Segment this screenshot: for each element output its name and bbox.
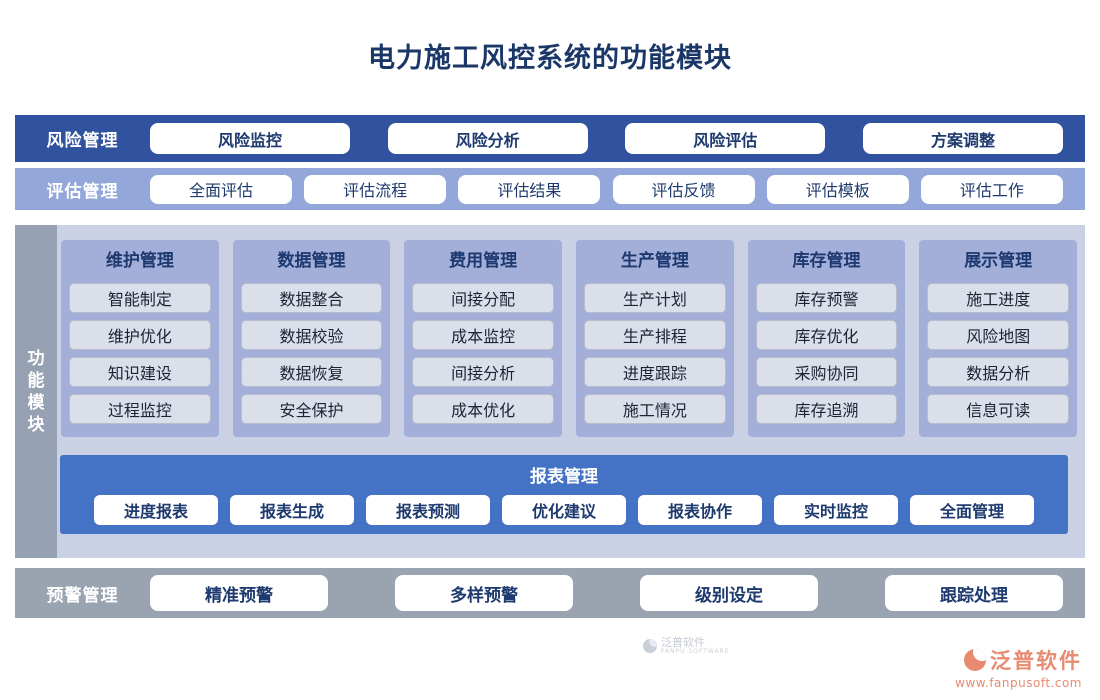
column-header: 维护管理: [105, 251, 174, 271]
column-maintenance: 维护管理 智能制定 维护优化 知识建设 过程监控: [61, 240, 219, 437]
full-manage-button[interactable]: 全面管理: [910, 495, 1034, 525]
module-chip[interactable]: 知识建设: [69, 357, 211, 387]
risk-assess-button[interactable]: 风险评估: [625, 123, 826, 154]
eval-process-button[interactable]: 评估流程: [304, 174, 447, 204]
module-chip[interactable]: 间接分析: [412, 357, 555, 387]
module-chip[interactable]: 数据分析: [927, 357, 1070, 387]
column-inventory: 库存管理 库存预警 库存优化 采购协同 库存追溯: [747, 240, 906, 437]
plan-adjust-button[interactable]: 方案调整: [862, 123, 1063, 154]
module-columns: 维护管理 智能制定 维护优化 知识建设 过程监控 数据管理 数据整合 数据校验 …: [61, 240, 1078, 437]
page-title: 电力施工风控系统的功能模块: [368, 43, 732, 74]
function-module-panel: 功 能 模 块 维护管理 智能制定 维护优化 知识建设 过程监控 数据管理 数据…: [15, 225, 1085, 655]
function-module-side-label: 功 能 模 块: [15, 225, 57, 558]
module-chip[interactable]: 采购协同: [755, 357, 898, 387]
optimize-suggest-button[interactable]: 优化建议: [502, 495, 626, 525]
warning-management-band: 预警管理 精准预警 多样预警 级别设定 跟踪处理: [15, 568, 1085, 618]
risk-analysis-button[interactable]: 风险分析: [387, 123, 588, 154]
track-handle-button[interactable]: 跟踪处理: [885, 575, 1063, 611]
column-production: 生产管理 生产计划 生产排程 进度跟踪 施工情况: [576, 240, 734, 437]
watermark-icon: [643, 639, 657, 653]
eval-feedback-button[interactable]: 评估反馈: [612, 174, 755, 204]
brand-url: www.fanpusoft.com: [955, 676, 1082, 690]
module-chip[interactable]: 生产计划: [584, 283, 726, 313]
eval-result-button[interactable]: 评估结果: [458, 174, 601, 204]
column-display: 展示管理 施工进度 风险地图 数据分析 信息可读: [919, 240, 1078, 437]
eval-band-buttons: 全面评估 评估流程 评估结果 评估反馈 评估模板 评估工作: [150, 174, 1085, 204]
evaluation-management-band: 评估管理 全面评估 评估流程 评估结果 评估反馈 评估模板 评估工作: [15, 168, 1085, 210]
risk-management-band: 风险管理 风险监控 风险分析 风险评估 方案调整: [15, 115, 1085, 162]
module-chip[interactable]: 成本监控: [412, 320, 555, 350]
level-setting-button[interactable]: 级别设定: [640, 575, 818, 611]
column-header: 生产管理: [620, 251, 689, 271]
report-forecast-button[interactable]: 报表预测: [366, 495, 490, 525]
report-management-bar: 报表管理 进度报表 报表生成 报表预测 优化建议 报表协作 实时监控 全面管理: [60, 455, 1068, 534]
risk-monitor-button[interactable]: 风险监控: [150, 123, 350, 154]
column-header: 数据管理: [277, 251, 346, 271]
progress-report-button[interactable]: 进度报表: [94, 495, 218, 525]
risk-band-label: 风险管理: [46, 131, 119, 151]
report-bar-title: 报表管理: [530, 467, 598, 487]
varied-warning-button[interactable]: 多样预警: [395, 575, 573, 611]
full-eval-button[interactable]: 全面评估: [150, 174, 292, 204]
report-bar-buttons: 进度报表 报表生成 报表预测 优化建议 报表协作 实时监控 全面管理: [60, 495, 1068, 525]
warn-band-buttons: 精准预警 多样预警 级别设定 跟踪处理: [150, 575, 1085, 611]
report-generate-button[interactable]: 报表生成: [230, 495, 354, 525]
module-chip[interactable]: 数据恢复: [240, 357, 383, 387]
realtime-monitor-button[interactable]: 实时监控: [774, 495, 898, 525]
faint-watermark: 泛普软件 FANPU SOFTWARE: [643, 637, 730, 655]
module-chip[interactable]: 数据整合: [240, 283, 383, 313]
module-chip[interactable]: 成本优化: [412, 394, 555, 424]
column-data: 数据管理 数据整合 数据校验 数据恢复 安全保护: [232, 240, 391, 437]
column-header: 库存管理: [792, 251, 861, 271]
module-chip[interactable]: 过程监控: [69, 394, 211, 424]
precise-warning-button[interactable]: 精准预警: [150, 575, 328, 611]
risk-band-buttons: 风险监控 风险分析 风险评估 方案调整: [150, 123, 1085, 154]
module-chip[interactable]: 施工进度: [927, 283, 1070, 313]
module-chip[interactable]: 维护优化: [69, 320, 211, 350]
module-chip[interactable]: 施工情况: [584, 394, 726, 424]
module-chip[interactable]: 间接分配: [412, 283, 555, 313]
module-chip[interactable]: 数据校验: [240, 320, 383, 350]
module-chip[interactable]: 生产排程: [584, 320, 726, 350]
eval-band-label: 评估管理: [46, 181, 119, 202]
fanpu-logo-icon: [964, 649, 986, 671]
module-chip[interactable]: 库存追溯: [755, 394, 898, 424]
module-chip[interactable]: 安全保护: [240, 394, 383, 424]
brand-footer: 泛普软件 www.fanpusoft.com: [955, 645, 1082, 690]
report-collab-button[interactable]: 报表协作: [638, 495, 762, 525]
column-header: 费用管理: [449, 251, 518, 271]
module-chip[interactable]: 智能制定: [69, 283, 211, 313]
warn-band-label: 预警管理: [46, 585, 119, 606]
module-chip[interactable]: 库存优化: [755, 320, 898, 350]
module-chip[interactable]: 进度跟踪: [584, 357, 726, 387]
column-header: 展示管理: [964, 251, 1033, 271]
module-chip[interactable]: 信息可读: [927, 394, 1070, 424]
eval-work-button[interactable]: 评估工作: [920, 174, 1063, 204]
column-cost: 费用管理 间接分配 成本监控 间接分析 成本优化: [404, 240, 563, 437]
module-chip[interactable]: 库存预警: [755, 283, 898, 313]
module-chip[interactable]: 风险地图: [927, 320, 1070, 350]
brand-name: 泛普软件: [990, 649, 1082, 673]
eval-template-button[interactable]: 评估模板: [766, 174, 909, 204]
